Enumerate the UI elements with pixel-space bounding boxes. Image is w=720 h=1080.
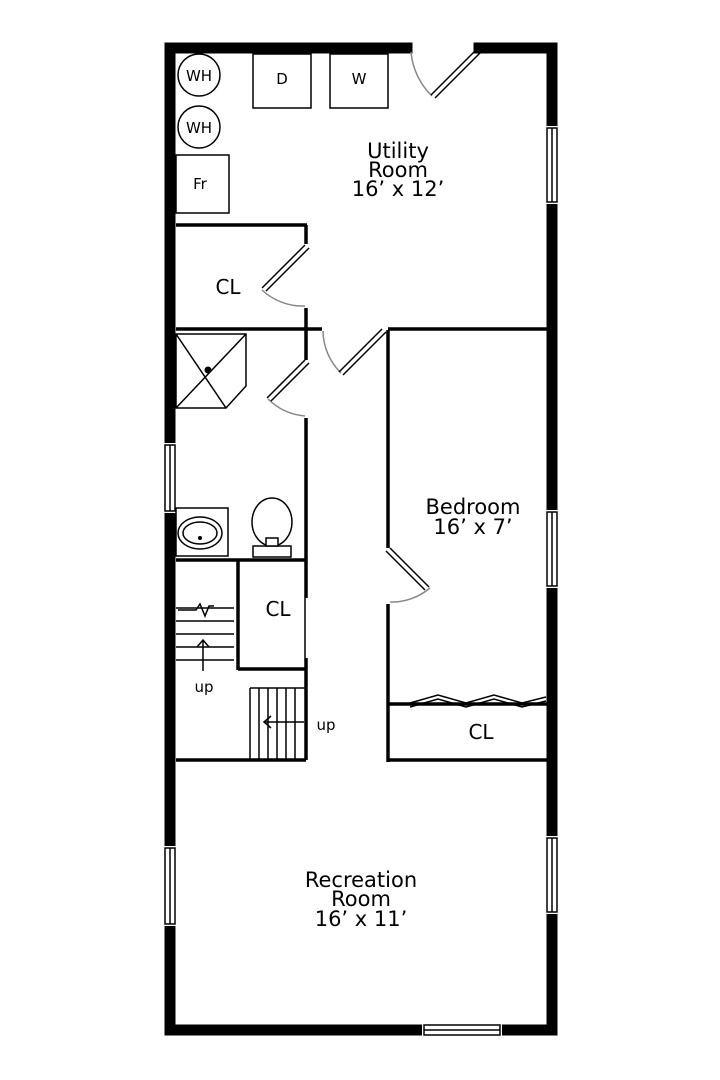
dryer: D — [252, 53, 312, 109]
recreation-room-dims: 16’ x 11’ — [315, 907, 408, 931]
bedroom-label: Bedroom 16’ x 7’ — [426, 495, 521, 539]
interior-walls — [176, 223, 548, 762]
furnace: Fr — [175, 154, 230, 214]
door-bedroom — [385, 547, 431, 603]
utility-room-name-line2: Room — [368, 158, 428, 182]
furnace-label: Fr — [193, 175, 208, 193]
window-left-recreation — [164, 846, 176, 926]
stair-closet-label: CL — [265, 597, 291, 621]
bedroom-name: Bedroom — [426, 495, 521, 519]
window-right-utility — [546, 126, 558, 204]
bifold-door-bedroom-closet — [409, 694, 547, 708]
toilet — [251, 497, 293, 558]
stairs-lower: up — [176, 602, 234, 696]
bedroom-closet-label: CL — [468, 720, 494, 744]
shower — [175, 333, 247, 409]
window-right-recreation — [546, 836, 558, 914]
dryer-label: D — [276, 70, 288, 88]
water-heater-2-label: WH — [186, 119, 212, 137]
water-heater-1: WH — [177, 53, 221, 97]
window-bottom-recreation — [422, 1024, 502, 1036]
water-heater-2: WH — [177, 105, 221, 149]
utility-room-name-line1: Utility — [367, 139, 429, 163]
recreation-room-label: Recreation Room 16’ x 11’ — [305, 868, 417, 931]
recreation-room-name-line2: Room — [331, 887, 391, 911]
washer: W — [329, 53, 389, 109]
washer-label: W — [352, 70, 367, 88]
sink — [175, 507, 229, 557]
recreation-room-name-line1: Recreation — [305, 868, 417, 892]
door-hall-utility — [322, 328, 387, 376]
stairs-lower-up-label: up — [194, 678, 213, 696]
door-utility-closet — [261, 244, 310, 307]
door-bathroom — [266, 359, 310, 417]
water-heater-1-label: WH — [186, 67, 212, 85]
utility-closet-label: CL — [215, 275, 241, 299]
window-right-bedroom — [546, 510, 558, 588]
door-exterior-utility — [410, 49, 481, 99]
window-left-bathroom — [164, 443, 176, 513]
utility-room-label: Utility Room 16’ x 12’ — [352, 139, 445, 201]
stairs-upper-up-label: up — [316, 716, 335, 734]
bedroom-dims: 16’ x 7’ — [433, 515, 512, 539]
stairs-upper: up — [249, 687, 336, 760]
utility-room-dims: 16’ x 12’ — [352, 177, 445, 201]
